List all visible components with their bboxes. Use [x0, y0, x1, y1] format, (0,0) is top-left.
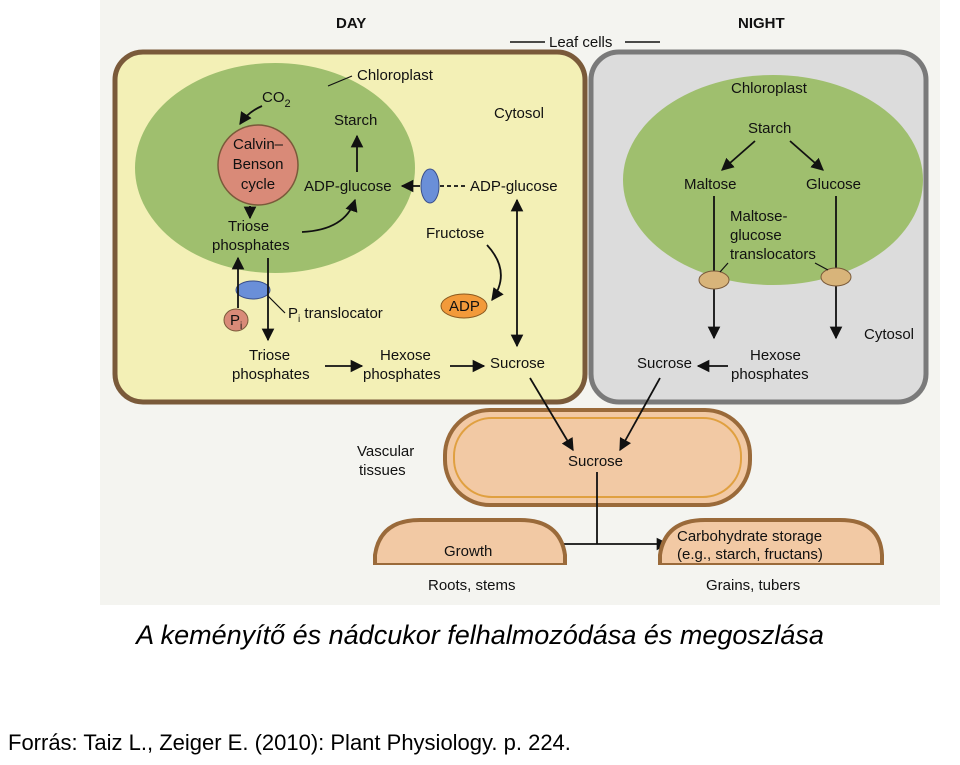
night-cytosol-label: Cytosol — [864, 326, 914, 343]
triose-inner-label-1: Triose — [228, 218, 269, 235]
night-chloroplast-label: Chloroplast — [731, 80, 808, 97]
figure-caption-title: A keményítő és nádcukor felhalmozódása é… — [136, 620, 824, 650]
day-chloroplast-pointer — [327, 75, 353, 87]
growth-label: Growth — [444, 543, 492, 560]
glucose-label: Glucose — [806, 176, 861, 193]
starch-to-maltose-arrow — [721, 140, 756, 171]
calvin-label-2: Benson — [233, 156, 284, 173]
translocators-label-1: Maltose- — [730, 208, 788, 225]
night-chloroplast — [623, 75, 923, 285]
day-starch-label: Starch — [334, 112, 377, 129]
pi-label: Pi — [230, 312, 242, 332]
vascular-label-1: Vascular — [357, 443, 414, 460]
night-hexose-label-2: phosphates — [731, 366, 809, 383]
roots-stems-label: Roots, stems — [428, 577, 516, 594]
triose-outer-label-1: Triose — [249, 347, 290, 364]
starch-sucrose-diagram: DAY NIGHT Leaf cells Chloroplast Cytosol… — [100, 0, 940, 605]
translocators-label-2: glucose — [730, 227, 782, 244]
storage-label-1: Carbohydrate storage — [677, 528, 822, 545]
day-sucrose-to-vascular-arrow — [529, 377, 574, 452]
adp-glucose-outer-label: ADP-glucose — [470, 178, 558, 195]
fructose-label: Fructose — [426, 225, 484, 242]
night-sucrose-to-vascular-arrow — [619, 377, 661, 452]
night-sucrose-label: Sucrose — [637, 355, 692, 372]
day-hexose-label-2: phosphates — [363, 366, 441, 383]
day-cytosol-label: Cytosol — [494, 105, 544, 122]
calvin-cycle — [217, 124, 299, 206]
figure-source-citation: Forrás: Taiz L., Zeiger E. (2010): Plant… — [8, 730, 571, 755]
co2-label: CO2 — [262, 89, 291, 110]
day-chloroplast-label: Chloroplast — [357, 67, 434, 84]
sink-band — [360, 565, 940, 605]
leaf-cells-label: Leaf cells — [549, 34, 612, 51]
calvin-label-3: cycle — [241, 176, 275, 193]
night-hexose-label-1: Hexose — [750, 347, 801, 364]
translocator-pointer-right — [814, 262, 829, 271]
adpglucose-transporter — [420, 168, 440, 204]
co2-arrow — [239, 105, 263, 126]
adp-glucose-inner-label: ADP-glucose — [304, 178, 392, 195]
adp-cycle-arrow — [486, 244, 504, 302]
maltose-translocator — [698, 270, 730, 290]
adp-badge — [440, 293, 488, 319]
night-starch-label: Starch — [748, 120, 791, 137]
adp-label: ADP — [449, 298, 480, 315]
day-label: DAY — [336, 15, 366, 32]
storage-label-2: (e.g., starch, fructans) — [677, 546, 823, 563]
vascular-label-2: tissues — [359, 462, 406, 479]
night-label: NIGHT — [738, 15, 785, 32]
triose-inner-label-2: phosphates — [212, 237, 290, 254]
pi-translocator-label: Pi translocator — [288, 305, 383, 325]
triose-to-adpglucose-arrow — [301, 198, 358, 233]
maltose-label: Maltose — [684, 176, 737, 193]
roots-stems-sink — [373, 518, 567, 567]
triose-outer-label-2: phosphates — [232, 366, 310, 383]
translocator-pointer-left — [719, 262, 729, 273]
vascular-sucrose-label: Sucrose — [568, 453, 623, 470]
pi-translocator — [235, 280, 271, 300]
grains-tubers-label: Grains, tubers — [706, 577, 800, 594]
pi-translocator-pointer — [267, 295, 286, 314]
calvin-label-1: Calvin– — [233, 136, 284, 153]
grains-tubers-sink — [658, 518, 884, 567]
starch-to-glucose-arrow — [789, 140, 824, 171]
day-sucrose-label: Sucrose — [490, 355, 545, 372]
day-hexose-label-1: Hexose — [380, 347, 431, 364]
glucose-translocator — [820, 267, 852, 287]
pi-badge — [223, 308, 249, 332]
translocators-label-3: translocators — [730, 246, 816, 263]
